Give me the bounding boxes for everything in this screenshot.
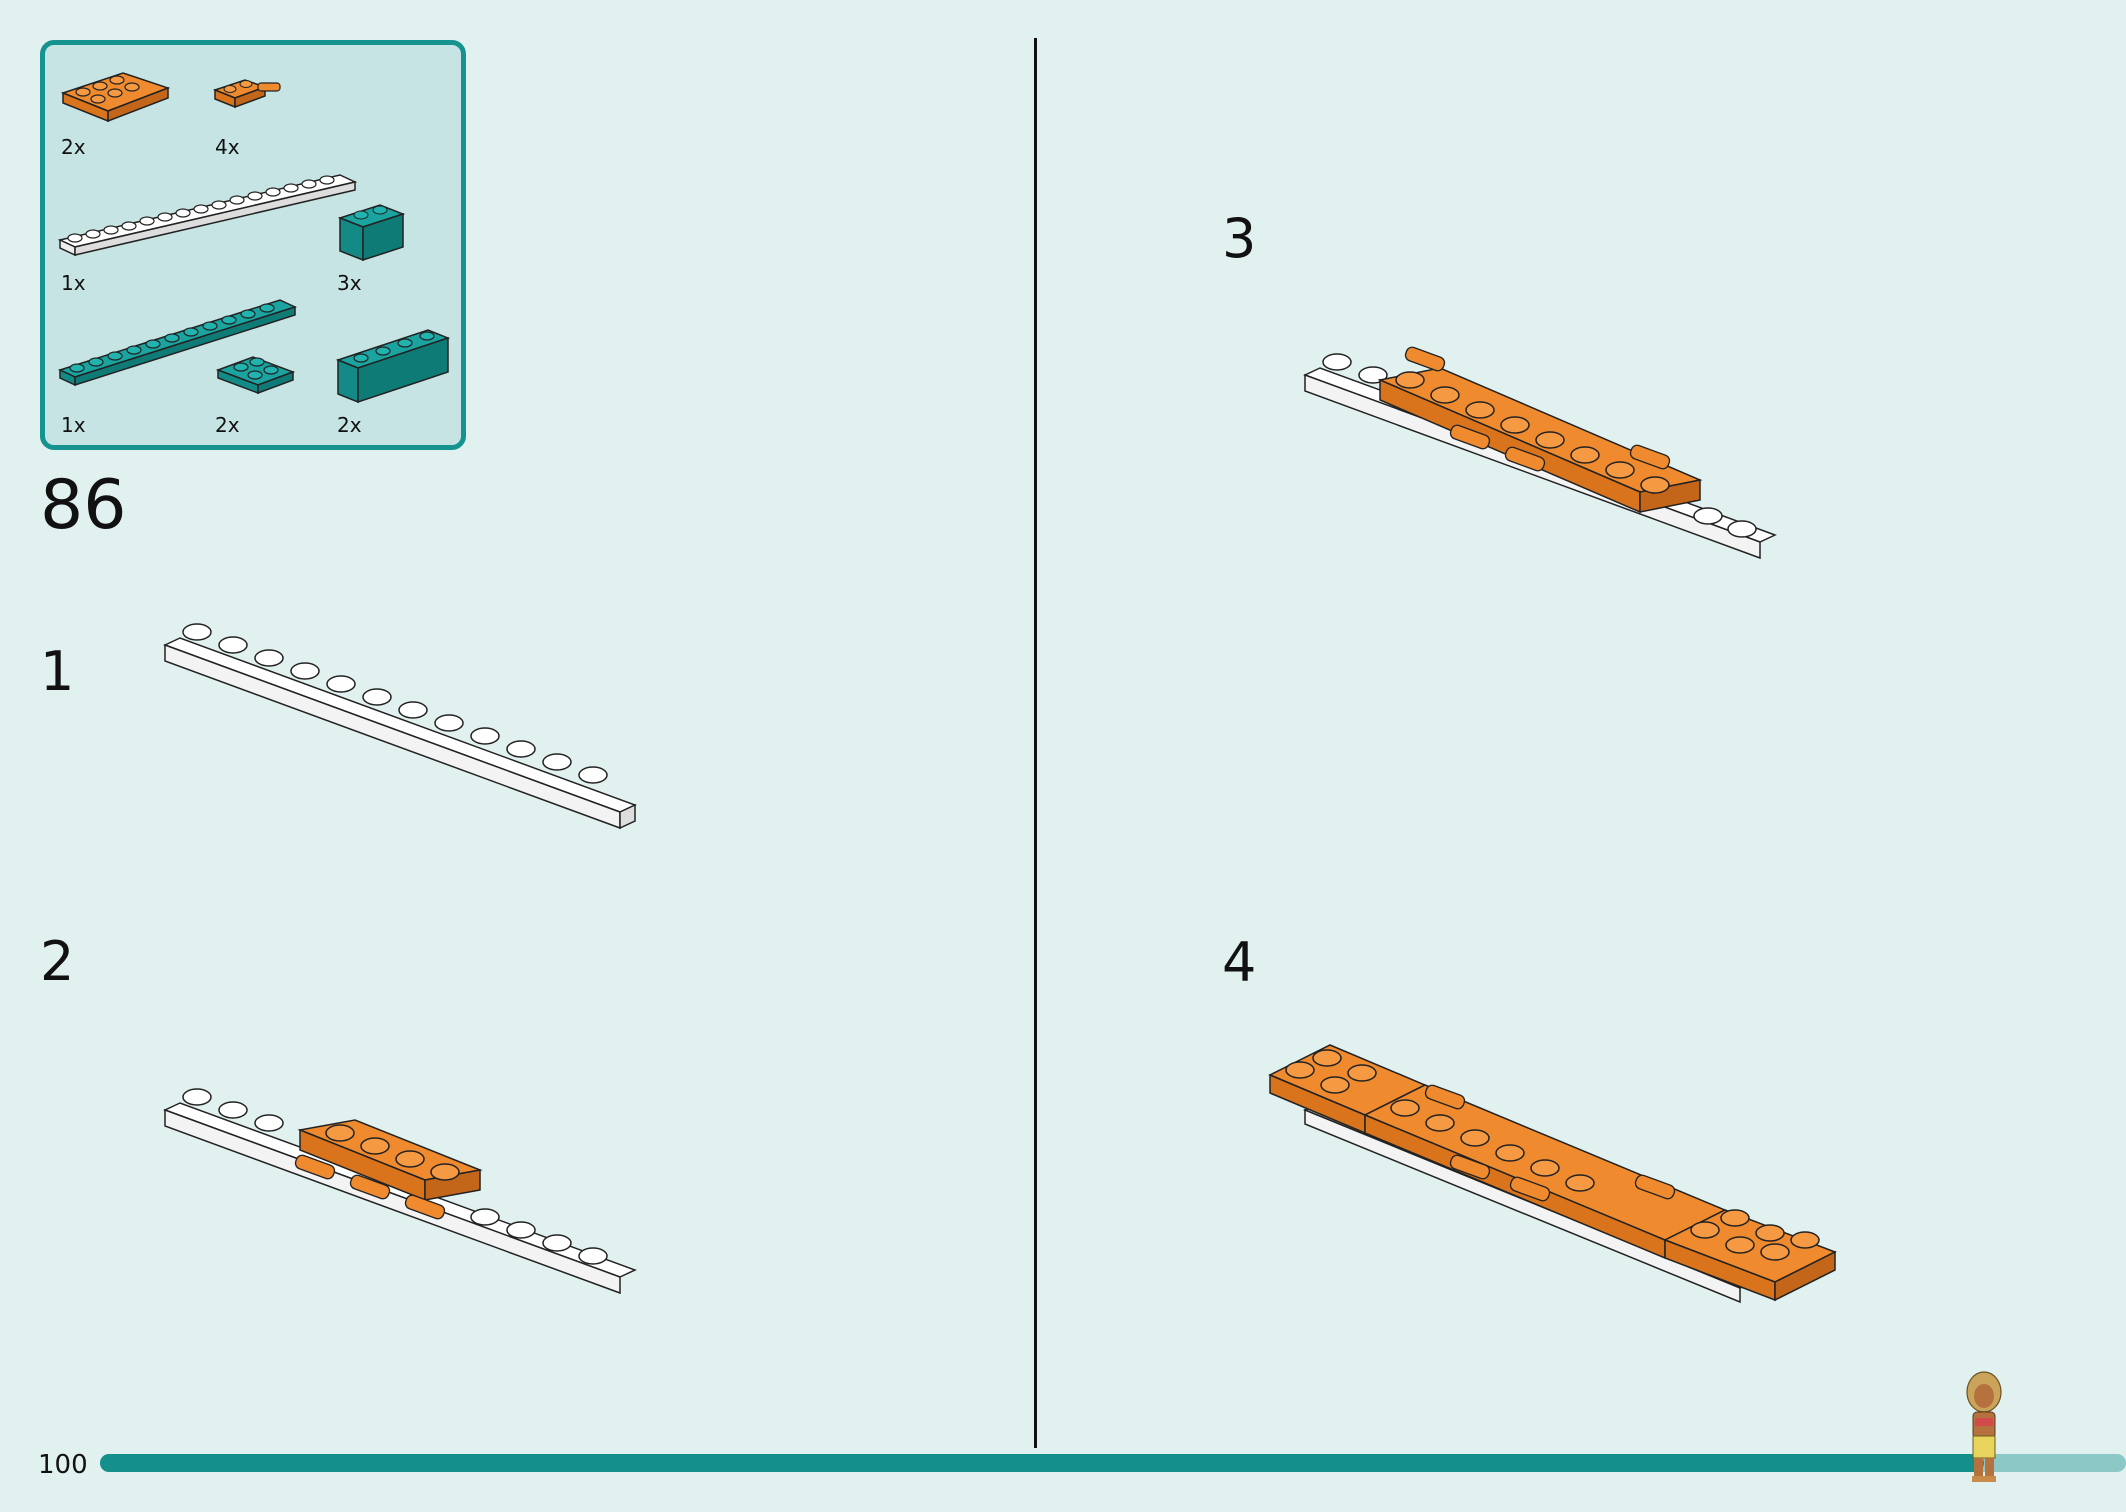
step-number-3: 3	[1222, 207, 1257, 270]
step-2-illustration	[163, 1088, 637, 1295]
white-plate-1x16-icon	[57, 174, 358, 257]
page-divider	[1034, 38, 1037, 1448]
parts-list-box: 2x 4x 1x 3x	[40, 40, 466, 450]
step-1-illustration	[163, 623, 637, 830]
page-number: 100	[38, 1450, 88, 1480]
part-qty-3: 1x	[61, 271, 86, 295]
progress-fill	[100, 1454, 1984, 1472]
step-group-number: 86	[40, 466, 127, 545]
teal-brick-1x4-icon	[335, 329, 451, 404]
step-number-1: 1	[40, 640, 75, 703]
part-qty-7: 2x	[337, 413, 362, 437]
step-number-4: 4	[1222, 931, 1257, 994]
orange-plate-2x4-icon	[60, 72, 171, 123]
teal-brick-1x2-icon	[337, 204, 406, 262]
minifigure-icon	[1966, 1371, 2002, 1482]
part-qty-1: 2x	[61, 135, 86, 159]
step-number-2: 2	[40, 930, 75, 993]
part-qty-2: 4x	[215, 135, 240, 159]
teal-plate-1x12-icon	[57, 299, 298, 387]
orange-clip-plate-icon	[212, 79, 281, 109]
step-3-illustration	[1303, 346, 1777, 560]
part-qty-5: 1x	[61, 413, 86, 437]
part-qty-4: 3x	[337, 271, 362, 295]
teal-plate-2x2-icon	[215, 356, 296, 395]
part-qty-6: 2x	[215, 413, 240, 437]
step-4-illustration	[1268, 1044, 1837, 1304]
